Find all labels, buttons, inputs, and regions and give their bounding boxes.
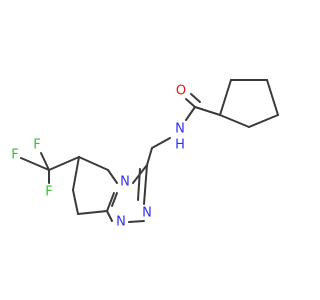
bond [266,79,279,116]
amide-group [146,93,221,166]
bond [219,114,250,128]
bond [111,192,118,207]
bond-to-oxygen [190,93,201,103]
molecule-drawing: O N H N N N F F F [11,79,279,230]
bond [72,156,80,191]
bond [48,156,80,171]
cyclopentane-ring [219,79,279,128]
structure-canvas: O N H N N N F F F [11,79,279,230]
bond [128,220,145,223]
bond [106,192,115,212]
bond [219,79,232,116]
amide-nitrogen-label: N [175,122,185,137]
bond [72,189,79,215]
bond [143,164,148,205]
bond [146,147,153,166]
fluorine-label: F [11,148,18,163]
bond [194,106,221,116]
bond [106,210,113,222]
trifluoromethyl-group [20,152,80,184]
bond [151,137,171,149]
fluorine-label: F [33,138,40,153]
tetrahydro-ring [72,156,118,215]
bond-to-fluorine [20,157,50,171]
amide-hydrogen-label: H [175,138,185,153]
bond [248,114,279,128]
bond-to-fluorine [40,152,50,171]
bond-to-nitrogen [185,106,196,121]
bond [107,169,118,184]
fluorine-label: F [45,185,52,200]
triazole-ring [106,164,148,223]
bond [77,210,108,215]
oxygen-label: O [176,84,186,99]
triazole-nitrogen-label: N [142,206,152,221]
ring-nitrogen-label: N [120,175,130,190]
bond [78,156,109,171]
triazole-nitrogen-label: N [116,215,126,230]
bond-to-oxygen [185,98,196,108]
bond [137,168,141,201]
